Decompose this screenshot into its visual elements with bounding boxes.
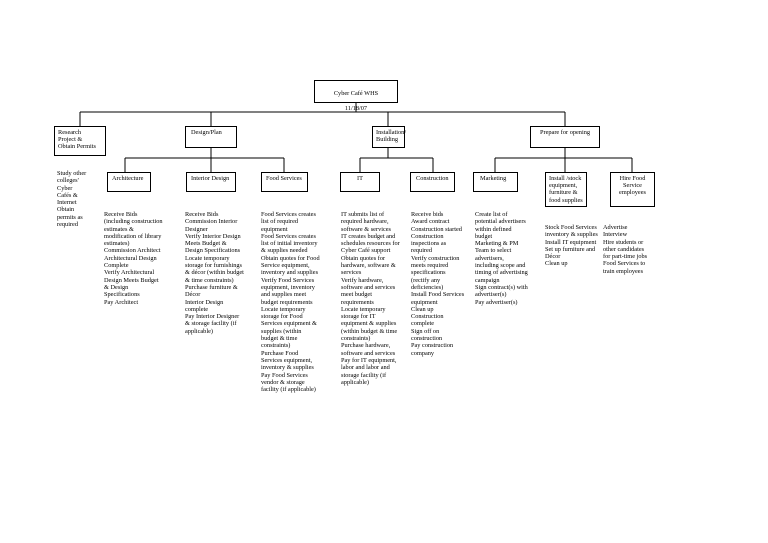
tasks-interior-design: Receive Bids Commission Interior Designe…	[185, 211, 244, 335]
subgroup-it: IT	[340, 172, 380, 192]
tasks-install-stock: Stock Food Services inventory & supplies…	[545, 224, 598, 268]
tasks-food-services: Food Services creates list of required e…	[261, 211, 320, 394]
tasks-architecture: Receive Bids (including construction est…	[104, 211, 163, 306]
subgroup-architecture: Architecture	[107, 172, 151, 192]
subgroup-food-services: Food Services	[261, 172, 308, 192]
subgroup-hire-staff: Hire Food Service employees	[610, 172, 655, 207]
root-title: Cyber Café WHS	[333, 90, 379, 98]
phase-prepare: Prepare for opening	[530, 126, 600, 148]
root-date: 11/18/07	[344, 104, 368, 112]
phase-research: Research Project & Obtain Permits	[54, 126, 106, 156]
tasks-construction: Receive bids Award contract Construction…	[411, 211, 465, 357]
research-notes: Study other colleges' Cyber Cafés & Inte…	[57, 170, 87, 229]
tasks-hire-staff: Advertise Interview Hire students or oth…	[603, 224, 648, 275]
subgroup-install-stock: Install /stock equipment, furniture & fo…	[545, 172, 587, 207]
phase-installation: Installation/ Building	[372, 126, 406, 148]
phase-design-plan: Design/Plan	[185, 126, 237, 148]
subgroup-interior-design: Interior Design	[186, 172, 236, 192]
subgroup-construction: Construction	[410, 172, 455, 192]
subgroup-marketing: Marketing	[473, 172, 518, 192]
root-node: Cyber Café WHS 11/18/07	[314, 80, 398, 112]
tasks-it: IT submits list of required hardware, so…	[341, 211, 400, 386]
tasks-marketing: Create list of potential advertisers wit…	[475, 211, 528, 306]
